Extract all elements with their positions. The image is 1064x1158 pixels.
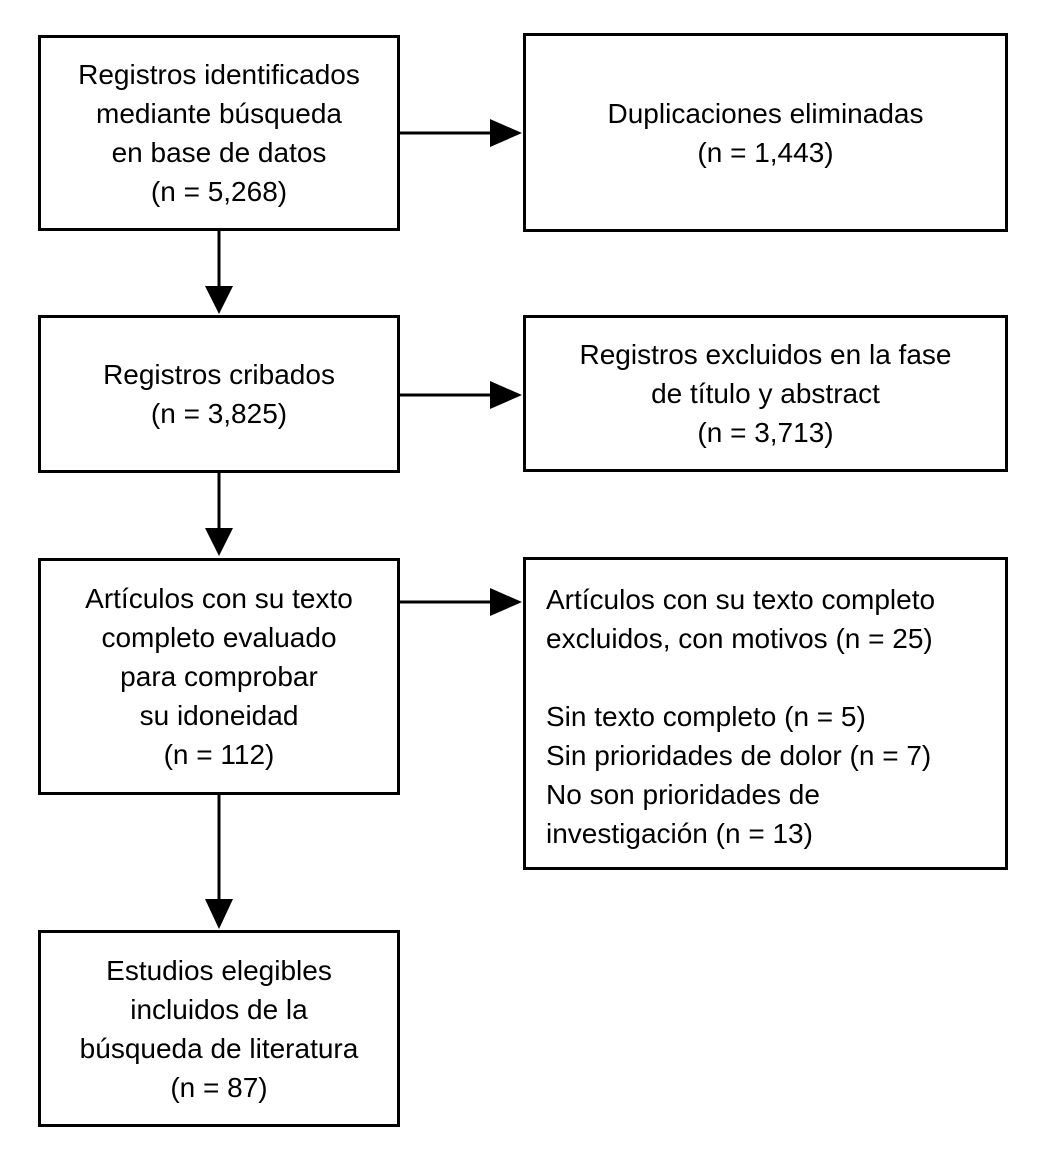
box-fulltext-assessed: Artículos con su texto completo evaluado…	[38, 558, 400, 795]
arrow-down-screened-to-fulltext	[205, 473, 233, 556]
arrow-down-identified-to-screened	[205, 231, 233, 314]
arrow-head-icon	[490, 588, 522, 616]
box-fulltext-assessed-text: Artículos con su texto completo evaluado…	[85, 583, 353, 770]
arrow-head-icon	[205, 899, 233, 929]
box-excluded-title-abstract-text: Registros excluidos en la fase de título…	[579, 339, 952, 448]
box-studies-included-text: Estudios elegibles incluidos de la búsqu…	[79, 954, 359, 1103]
box-records-screened-text: Registros cribados (n = 3,825)	[103, 359, 335, 429]
box-duplicates-removed: Duplicaciones eliminadas (n = 1,443)	[523, 33, 1008, 232]
arrow-head-icon	[490, 381, 522, 409]
arrow-right-fulltext-to-excluded	[400, 588, 522, 616]
box-records-identified: Registros identificados mediante búsqued…	[38, 35, 400, 231]
box-studies-included: Estudios elegibles incluidos de la búsqu…	[38, 930, 400, 1127]
arrow-right-identified-to-duplicates	[400, 119, 522, 147]
arrow-head-icon	[205, 286, 233, 314]
arrow-down-fulltext-to-included	[205, 795, 233, 929]
arrow-head-icon	[205, 528, 233, 556]
arrow-right-screened-to-excluded	[400, 381, 522, 409]
box-records-screened: Registros cribados (n = 3,825)	[38, 315, 400, 473]
box-fulltext-excluded-text: Artículos con su texto completo excluido…	[546, 584, 936, 849]
box-records-identified-text: Registros identificados mediante búsqued…	[78, 59, 360, 207]
box-duplicates-removed-text: Duplicaciones eliminadas (n = 1,443)	[607, 97, 924, 168]
box-excluded-title-abstract: Registros excluidos en la fase de título…	[523, 315, 1008, 472]
arrow-head-icon	[490, 119, 522, 147]
box-fulltext-excluded: Artículos con su texto completo excluido…	[523, 557, 1008, 870]
